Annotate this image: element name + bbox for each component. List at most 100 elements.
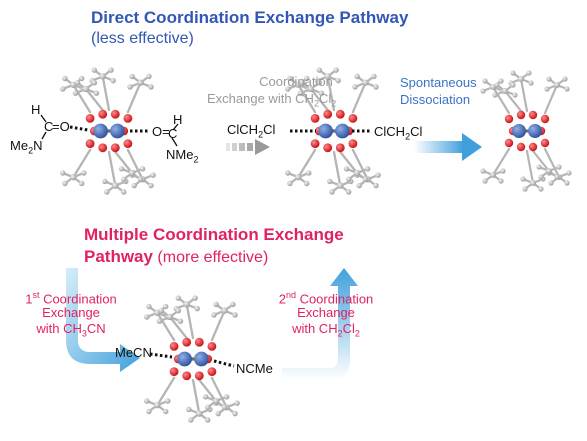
carbon-atom	[482, 178, 488, 184]
aryl-bond	[72, 83, 92, 114]
oxygen-atom	[516, 142, 526, 152]
oxygen-atom	[540, 138, 550, 148]
carbon-atom	[74, 79, 81, 86]
carbon-atom	[295, 174, 302, 181]
metal-atom	[318, 123, 333, 139]
oxygen-atom	[85, 113, 95, 123]
aryl-bond	[297, 148, 317, 179]
carbon-atom	[158, 307, 165, 314]
aryl-bond	[156, 311, 176, 342]
oxygen-atom	[169, 367, 179, 377]
carbon-atom	[137, 79, 144, 86]
carbon-atom	[129, 73, 135, 80]
carbon-atom	[544, 86, 550, 92]
carbon-atom	[183, 301, 190, 308]
aryl-bond	[210, 376, 228, 409]
coordination-bonds	[69, 125, 372, 368]
oxygen-atom	[98, 143, 108, 153]
oxygen-atom	[310, 113, 320, 123]
aryl-bond	[84, 87, 104, 112]
carbon-atom	[480, 88, 486, 94]
aryl-bond	[126, 148, 144, 181]
oxygen-atom	[110, 109, 120, 119]
metal-atom	[110, 123, 125, 139]
carbon-atom	[510, 70, 516, 76]
carbon-atom	[562, 76, 568, 82]
carbon-atom	[556, 164, 562, 170]
second-exchange-arrow	[282, 268, 358, 380]
aryl-bond	[72, 148, 92, 179]
oxygen-atom	[207, 341, 217, 351]
dcm-left-label: ClCH2Cl	[227, 122, 276, 140]
carbon-atom	[329, 189, 335, 195]
carbon-atom	[352, 84, 358, 90]
carbon-atom	[60, 170, 66, 176]
dmf-right-o: O=	[152, 124, 170, 139]
metal-atom	[177, 351, 192, 367]
oxygen-atom	[207, 367, 217, 377]
carbon-atom	[120, 189, 127, 195]
carbon-atom	[82, 85, 90, 93]
oxygen-atom	[123, 139, 133, 149]
carbon-atom	[78, 75, 85, 82]
carbon-atom	[104, 189, 110, 195]
aryl-bond	[543, 83, 559, 115]
carbon-atom	[490, 172, 496, 178]
carbon-atom	[297, 90, 304, 96]
aryl-bond	[101, 75, 111, 112]
carbon-atom	[287, 75, 293, 82]
carbon-atom	[335, 77, 341, 84]
carbon-atom	[512, 92, 518, 98]
oxygen-atom	[98, 109, 108, 119]
oxygen-atom	[169, 341, 179, 351]
spontaneous-label: Spontaneous	[400, 75, 477, 90]
carbon-atom	[480, 168, 486, 174]
oxygen-atom	[194, 337, 204, 347]
aryl-bond	[351, 81, 367, 114]
metal-atom	[335, 123, 350, 139]
oxygen-atom	[335, 143, 345, 153]
carbon-atom	[316, 79, 323, 86]
oxygen-atom	[85, 139, 95, 149]
aryl-bond	[326, 75, 336, 112]
first-exchange-line2: Exchange	[42, 305, 100, 320]
carbon-atom	[528, 80, 534, 86]
first-exchange-line3: with CH3CN	[36, 321, 106, 339]
aryl-bond	[491, 85, 511, 115]
second-exchange-line1: 2nd Coordination	[278, 290, 374, 307]
paddlewheel-complex-mecn	[144, 295, 240, 423]
carbon-atom	[303, 180, 310, 187]
carbon-atom	[548, 180, 554, 186]
carbon-atom	[112, 182, 119, 189]
dissociation-arrow	[414, 133, 482, 161]
carbon-atom	[554, 174, 560, 180]
carbon-atom	[162, 303, 169, 310]
carbon-atom	[166, 313, 174, 321]
aryl-bond	[531, 149, 551, 173]
metal-atom	[528, 124, 542, 138]
aryl-bond	[185, 303, 195, 340]
carbon-atom	[234, 400, 240, 406]
carbon-atom	[60, 86, 66, 92]
carbon-atom	[520, 176, 526, 182]
carbon-atom	[223, 394, 230, 400]
carbon-atom	[232, 312, 238, 318]
carbon-atom	[93, 90, 100, 96]
dmf-right-h: H	[173, 112, 183, 127]
carbon-atom	[120, 176, 127, 183]
aryl-bond	[198, 378, 218, 403]
oxygen-atom	[528, 110, 538, 120]
carbon-atom	[522, 186, 528, 192]
aryl-bond	[491, 147, 511, 177]
carbon-atom	[194, 305, 200, 312]
carbon-atom	[131, 182, 137, 189]
carbon-atom	[99, 73, 106, 80]
carbon-atom	[502, 88, 508, 94]
gray-exchange-arrow	[226, 139, 270, 155]
aryl-bond	[332, 150, 342, 187]
carbon-atom	[364, 166, 371, 172]
aryl-bond	[351, 148, 369, 181]
carbon-atom	[150, 172, 156, 178]
carbon-atom	[337, 182, 344, 189]
